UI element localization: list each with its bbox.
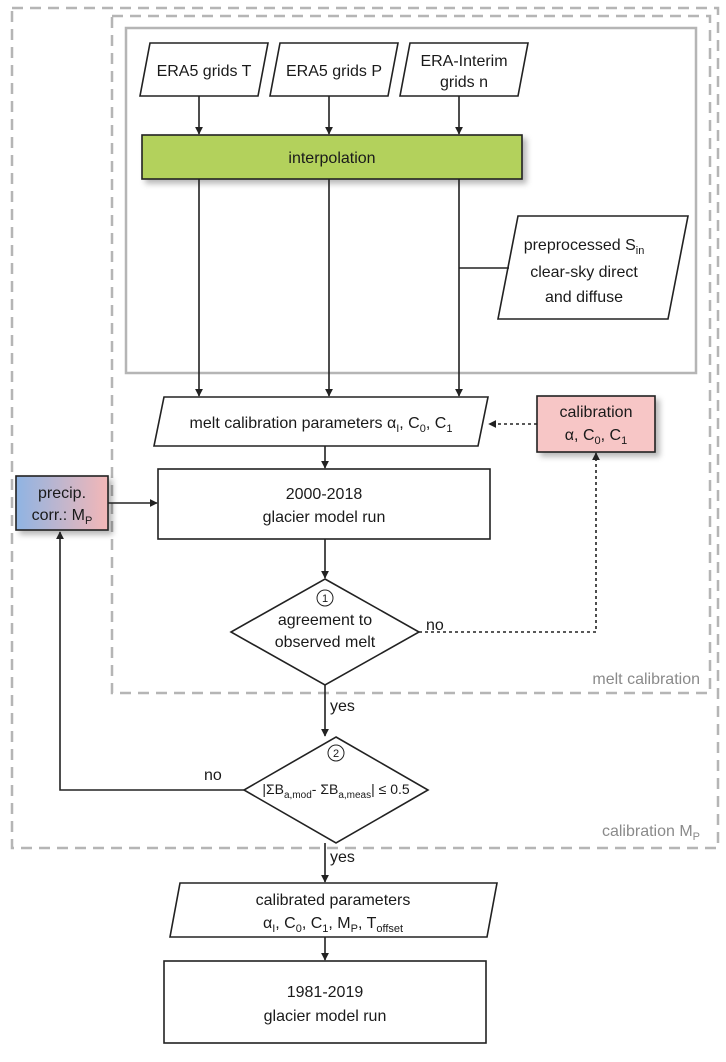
svg-text:and diffuse: and diffuse — [545, 289, 623, 306]
preprocessed-sin-input: preprocessed Sin clear-sky direct and di… — [497, 215, 689, 320]
svg-text:1981-2019: 1981-2019 — [287, 984, 364, 1001]
svg-text:calibrated parameters: calibrated parameters — [256, 892, 411, 909]
svg-text:1: 1 — [322, 593, 328, 605]
run-2000-2018-box: 2000-2018 glacier model run — [157, 468, 491, 540]
svg-text:corr.: MP: corr.: MP — [32, 507, 93, 527]
svg-text:observed melt: observed melt — [275, 634, 376, 651]
decision-mass-balance-check: 2 |ΣBa,mod- ΣBa,meas| ≤ 0.5 — [242, 736, 430, 844]
decision-agreement-observed-melt: 1 agreement to observed melt — [229, 578, 421, 686]
svg-text:ERA-Interim: ERA-Interim — [420, 53, 507, 70]
svg-text:ERA5 grids P: ERA5 grids P — [286, 63, 382, 80]
era5-grids-t-input: ERA5 grids T — [139, 42, 269, 97]
svg-text:calibration: calibration — [560, 404, 633, 421]
svg-text:interpolation: interpolation — [288, 150, 375, 167]
svg-text:ERA5 grids T: ERA5 grids T — [157, 63, 252, 80]
svg-text:α, C0, C1: α, C0, C1 — [565, 427, 627, 447]
calibration-mp-label: calibration MP — [602, 823, 700, 843]
svg-text:|ΣBa,mod- ΣBa,meas| ≤ 0.5: |ΣBa,mod- ΣBa,meas| ≤ 0.5 — [262, 781, 410, 801]
svg-text:clear-sky direct: clear-sky direct — [530, 264, 638, 281]
decision1-no-label: no — [426, 617, 444, 634]
svg-text:melt calibration parameters αI: melt calibration parameters αI, C0, C1 — [190, 415, 453, 435]
decision2-no-label: no — [204, 767, 222, 784]
svg-text:glacier model run: glacier model run — [263, 509, 386, 526]
calibration-mp-frame — [10, 6, 720, 850]
era-interim-grids-n-input: ERA-Interim grids n — [399, 42, 529, 97]
decision2-yes-label: yes — [330, 849, 355, 866]
svg-text:2000-2018: 2000-2018 — [286, 486, 363, 503]
melt-calibration-label: melt calibration — [592, 671, 700, 688]
calibrated-parameters: calibrated parameters αI, C0, C1, MP, To… — [169, 882, 498, 938]
interpolation-box: interpolation — [141, 134, 523, 180]
svg-text:agreement to: agreement to — [278, 612, 372, 629]
svg-text:αI, C0, C1, MP, Toffset: αI, C0, C1, MP, Toffset — [263, 915, 403, 935]
svg-text:2: 2 — [333, 748, 339, 760]
melt-calibration-frame — [110, 14, 712, 695]
run-1981-2019-box: 1981-2019 glacier model run — [163, 960, 487, 1044]
era-inputs-frame — [124, 26, 698, 375]
svg-text:grids n: grids n — [440, 74, 488, 91]
svg-text:glacier model run: glacier model run — [264, 1008, 387, 1025]
precip-correction-box: precip. corr.: MP — [15, 475, 109, 531]
decision1-yes-label: yes — [330, 698, 355, 715]
era5-grids-p-input: ERA5 grids P — [269, 42, 399, 97]
svg-text:preprocessed Sin: preprocessed Sin — [524, 237, 645, 257]
calibration-box: calibration α, C0, C1 — [536, 395, 656, 453]
melt-calibration-parameters: melt calibration parameters αI, C0, C1 — [153, 396, 489, 447]
svg-text:precip.: precip. — [38, 485, 86, 502]
